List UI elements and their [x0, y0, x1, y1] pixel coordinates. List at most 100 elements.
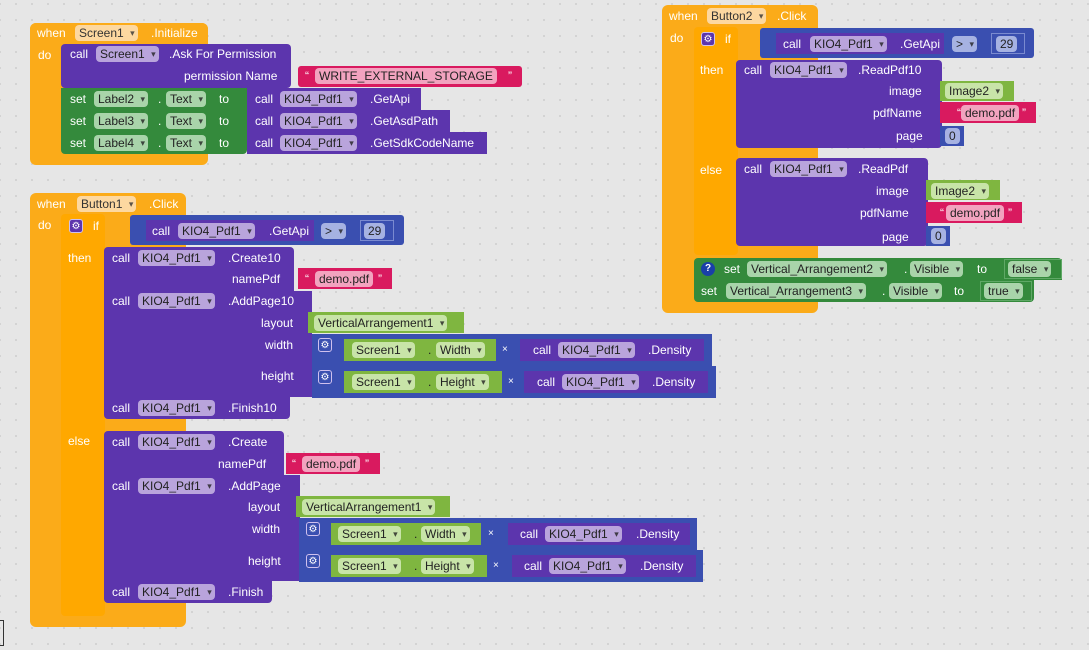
- component-dropdown[interactable]: KIO4_Pdf1: [770, 62, 847, 78]
- property-dropdown[interactable]: Height: [421, 558, 474, 574]
- then-label: then: [700, 63, 724, 77]
- set-label2-text-block[interactable]: [61, 88, 247, 154]
- component-dropdown[interactable]: KIO4_Pdf1: [138, 478, 215, 494]
- method-name: .Create10: [228, 251, 281, 265]
- component-dropdown[interactable]: KIO4_Pdf1: [558, 342, 635, 358]
- set-label: set: [724, 262, 741, 276]
- text-value-field[interactable]: WRITE_EXTERNAL_STORAGE: [315, 68, 497, 84]
- boolean-dropdown[interactable]: true: [984, 283, 1023, 299]
- text-value-field[interactable]: demo.pdf: [302, 456, 361, 472]
- component-dropdown[interactable]: Screen1: [352, 342, 415, 358]
- component-dropdown[interactable]: KIO4_Pdf1: [138, 400, 215, 416]
- set-label: set: [70, 92, 87, 106]
- help-icon[interactable]: ?: [701, 262, 715, 276]
- call-label: call: [520, 527, 539, 541]
- quote-open: “: [305, 69, 309, 83]
- param-label: width: [252, 522, 281, 536]
- component-dropdown[interactable]: KIO4_Pdf1: [178, 223, 255, 239]
- component-dropdown[interactable]: VerticalArrangement1: [302, 499, 436, 515]
- call-label: call: [112, 585, 131, 599]
- component-dropdown[interactable]: KIO4_Pdf1: [562, 374, 639, 390]
- property-dropdown[interactable]: Width: [436, 342, 485, 358]
- component-dropdown[interactable]: KIO4_Pdf1: [770, 161, 847, 177]
- to-label: to: [219, 114, 230, 128]
- param-label: page: [882, 230, 909, 244]
- gear-icon[interactable]: ⚙: [701, 32, 715, 46]
- multiply-sign: ×: [493, 560, 499, 571]
- component-dropdown[interactable]: KIO4_Pdf1: [280, 91, 357, 107]
- component-dropdown[interactable]: VerticalArrangement1: [314, 315, 448, 331]
- component-dropdown[interactable]: KIO4_Pdf1: [138, 584, 215, 600]
- property-dropdown[interactable]: Text: [166, 135, 207, 151]
- dot: .: [158, 114, 162, 128]
- call-label: call: [255, 136, 274, 150]
- property-dropdown[interactable]: Visible: [889, 283, 943, 299]
- component-dropdown[interactable]: Image2: [945, 83, 1004, 99]
- component-dropdown[interactable]: KIO4_Pdf1: [280, 113, 357, 129]
- param-label: layout: [261, 316, 294, 330]
- component-dropdown[interactable]: KIO4_Pdf1: [549, 558, 626, 574]
- component-dropdown[interactable]: Screen1: [96, 46, 159, 62]
- component-dropdown[interactable]: KIO4_Pdf1: [280, 135, 357, 151]
- operator-dropdown[interactable]: >: [321, 223, 347, 239]
- call-label: call: [112, 294, 131, 308]
- param-label: permission Name: [184, 69, 278, 83]
- component-dropdown[interactable]: Button2: [707, 8, 767, 24]
- when-label: when: [37, 26, 66, 40]
- quote-close: ”: [1008, 206, 1012, 220]
- call-label: call: [533, 343, 552, 357]
- component-dropdown[interactable]: Screen1: [338, 526, 401, 542]
- method-name: .ReadPdf: [858, 162, 909, 176]
- component-dropdown[interactable]: Label4: [94, 135, 149, 151]
- gear-icon[interactable]: ⚙: [306, 554, 320, 568]
- if-else-block[interactable]: [694, 27, 738, 255]
- component-dropdown[interactable]: Screen1: [352, 374, 415, 390]
- quote-open: “: [305, 272, 309, 286]
- text-value-field[interactable]: demo.pdf: [961, 105, 1020, 121]
- multiply-sign: ×: [508, 376, 514, 387]
- do-label: do: [38, 48, 52, 62]
- text-value-field[interactable]: demo.pdf: [946, 205, 1005, 221]
- dot: .: [158, 92, 162, 106]
- param-label: layout: [248, 500, 281, 514]
- event-name: .Click: [777, 9, 807, 23]
- number-field[interactable]: 29: [364, 223, 386, 239]
- if-label: if: [93, 219, 99, 233]
- component-dropdown[interactable]: Button1: [77, 196, 137, 212]
- method-name: .GetApi: [370, 92, 411, 106]
- component-dropdown[interactable]: Label3: [94, 113, 149, 129]
- component-dropdown[interactable]: KIO4_Pdf1: [810, 36, 887, 52]
- set-label: set: [701, 284, 718, 298]
- gear-icon[interactable]: ⚙: [306, 522, 320, 536]
- param-label: height: [261, 369, 294, 383]
- set-label: set: [70, 114, 87, 128]
- number-field[interactable]: 0: [945, 128, 960, 144]
- param-label: pdfName: [860, 206, 909, 220]
- property-dropdown[interactable]: Width: [421, 526, 470, 542]
- dot: .: [414, 527, 418, 541]
- to-label: to: [219, 136, 230, 150]
- property-dropdown[interactable]: Text: [166, 91, 207, 107]
- operator-dropdown[interactable]: >: [952, 36, 978, 52]
- component-dropdown[interactable]: KIO4_Pdf1: [138, 250, 215, 266]
- component-dropdown[interactable]: KIO4_Pdf1: [545, 526, 622, 542]
- property-dropdown[interactable]: Height: [436, 374, 489, 390]
- boolean-dropdown[interactable]: false: [1008, 261, 1052, 277]
- gear-icon[interactable]: ⚙: [318, 370, 332, 384]
- component-dropdown[interactable]: Screen1: [75, 25, 138, 41]
- component-dropdown[interactable]: Label2: [94, 91, 149, 107]
- number-field[interactable]: 0: [931, 228, 946, 244]
- component-dropdown[interactable]: KIO4_Pdf1: [138, 434, 215, 450]
- component-dropdown[interactable]: Vertical_Arrangement2: [747, 261, 888, 277]
- number-field[interactable]: 29: [996, 36, 1018, 52]
- component-dropdown[interactable]: KIO4_Pdf1: [138, 293, 215, 309]
- property-dropdown[interactable]: Text: [166, 113, 207, 129]
- gear-icon[interactable]: ⚙: [69, 219, 83, 233]
- component-dropdown[interactable]: Screen1: [338, 558, 401, 574]
- component-dropdown[interactable]: Vertical_Arrangement3: [726, 283, 867, 299]
- property-dropdown[interactable]: Visible: [910, 261, 964, 277]
- gear-icon[interactable]: ⚙: [318, 338, 332, 352]
- if-else-block[interactable]: [61, 214, 105, 616]
- component-dropdown[interactable]: Image2: [931, 183, 990, 199]
- text-value-field[interactable]: demo.pdf: [315, 271, 374, 287]
